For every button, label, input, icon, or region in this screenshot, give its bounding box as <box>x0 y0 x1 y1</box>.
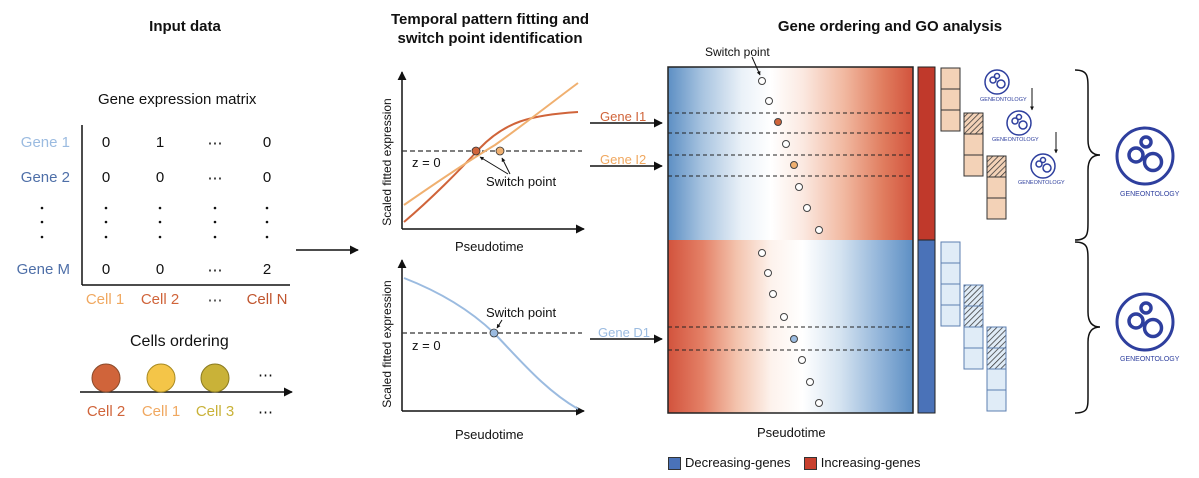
cell-r2-c2: 0 <box>155 169 165 186</box>
gene-i1-switch-dot <box>471 146 481 156</box>
order-label-cell-1: Cell 1 <box>141 403 181 420</box>
gene-d1-label: Gene D1 <box>598 325 651 340</box>
brace-decreasing <box>1074 241 1101 414</box>
heatmap-border <box>667 66 914 414</box>
order-ellipsis-top: ⋯ <box>258 367 273 384</box>
heatmap-increasing-block <box>668 67 913 240</box>
order-ellipsis-bottom: ⋯ <box>258 404 273 421</box>
cell-r1-c4: 0 <box>262 134 272 151</box>
bottom-plot-xlabel: Pseudotime <box>455 427 524 442</box>
col-label-ellipsis: ⋯ <box>207 292 223 309</box>
cell-r3-c3: ⋯ <box>207 262 223 279</box>
cell-r3-c2: 0 <box>155 261 165 278</box>
decreasing-genes-bar <box>917 239 936 414</box>
top-plot-switch-label: Switch point <box>486 174 557 189</box>
gene-i1-curve <box>403 111 579 223</box>
cell-r2-c1: 0 <box>101 169 111 186</box>
bottom-plot-zlabel: z = 0 <box>412 338 441 353</box>
legend: Decreasing-genes Increasing-genes <box>668 455 921 471</box>
temporal-title-line2: switch point identification <box>397 30 583 47</box>
legend-increasing-label: Increasing-genes <box>820 455 921 470</box>
cells-ordering-title: Cells ordering <box>130 333 229 350</box>
row-label-gene-m: Gene M <box>16 261 70 278</box>
col-label-cell-1: Cell 1 <box>85 291 125 308</box>
heatmap-switch-arrow <box>751 56 761 76</box>
go-label-large-1: GENEONTOLOGY <box>1120 191 1180 198</box>
legend-decreasing-swatch <box>668 457 681 471</box>
bottom-plot-switch-label: Switch point <box>486 305 557 320</box>
cell-r3-c4: 2 <box>262 261 272 278</box>
order-label-cell-3: Cell 3 <box>195 403 235 420</box>
matrix-vertical-dots <box>40 206 269 239</box>
decreasing-modules <box>940 241 1007 412</box>
row-label-gene-1: Gene 1 <box>20 134 70 151</box>
order-label-cell-2: Cell 2 <box>86 403 126 420</box>
cell-r1-c3: ⋯ <box>207 135 223 152</box>
heatmap-switch-label: Switch point <box>705 45 770 59</box>
gene-i1-label: Gene I1 <box>600 109 647 124</box>
legend-increasing-swatch <box>803 457 817 471</box>
gene-i2-switch-dot <box>495 146 505 156</box>
cell-r2-c4: 0 <box>262 169 272 186</box>
go-label-small-1: GENEONTOLOGY <box>980 97 1027 103</box>
col-label-cell-2: Cell 2 <box>140 291 180 308</box>
legend-decreasing-label: Decreasing-genes <box>685 455 791 470</box>
go-label-large-2: GENEONTOLOGY <box>1120 356 1180 363</box>
go-label-small-2: GENEONTOLOGY <box>992 137 1039 143</box>
gene-i2-curve <box>403 82 579 206</box>
ordering-title: Gene ordering and GO analysis <box>777 18 1003 35</box>
go-icon-large-2 <box>1115 292 1175 352</box>
gene-i2-label: Gene I2 <box>600 152 647 167</box>
top-plot-zlabel: z = 0 <box>412 155 441 170</box>
gene-d1-curve <box>403 277 579 410</box>
go-icon-large-1 <box>1115 126 1175 186</box>
cell-3-circle <box>200 363 230 393</box>
increasing-modules <box>940 67 1007 220</box>
go-label-small-3: GENEONTOLOGY <box>1018 180 1065 186</box>
top-plot-xlabel: Pseudotime <box>455 239 524 254</box>
col-label-cell-n: Cell N <box>246 291 288 308</box>
gene-d1-switch-dot <box>489 328 499 338</box>
cell-r1-c2: 1 <box>155 134 165 151</box>
go-icon-small-3 <box>1030 153 1056 179</box>
heatmap-switch-dots <box>758 77 823 407</box>
increasing-genes-bar <box>917 66 936 241</box>
input-data-title: Input data <box>149 18 221 35</box>
cell-r1-c1: 0 <box>101 134 111 151</box>
cell-r2-c3: ⋯ <box>207 170 223 187</box>
row-label-gene-2: Gene 2 <box>20 169 70 186</box>
bottom-plot <box>397 259 585 416</box>
matrix-title: Gene expression matrix <box>98 91 257 108</box>
temporal-title-line1: Temporal pattern fitting and <box>390 11 590 28</box>
top-plot <box>397 71 585 234</box>
heatmap-dashed-lines <box>668 112 913 351</box>
brace-increasing <box>1074 69 1101 241</box>
go-icon-small-1 <box>984 69 1010 95</box>
cell-r3-c1: 0 <box>101 261 111 278</box>
heatmap-xlabel: Pseudotime <box>757 425 826 440</box>
cell-1-circle <box>146 363 176 393</box>
go-icon-small-2 <box>1006 110 1032 136</box>
cell-2-circle <box>91 363 121 393</box>
